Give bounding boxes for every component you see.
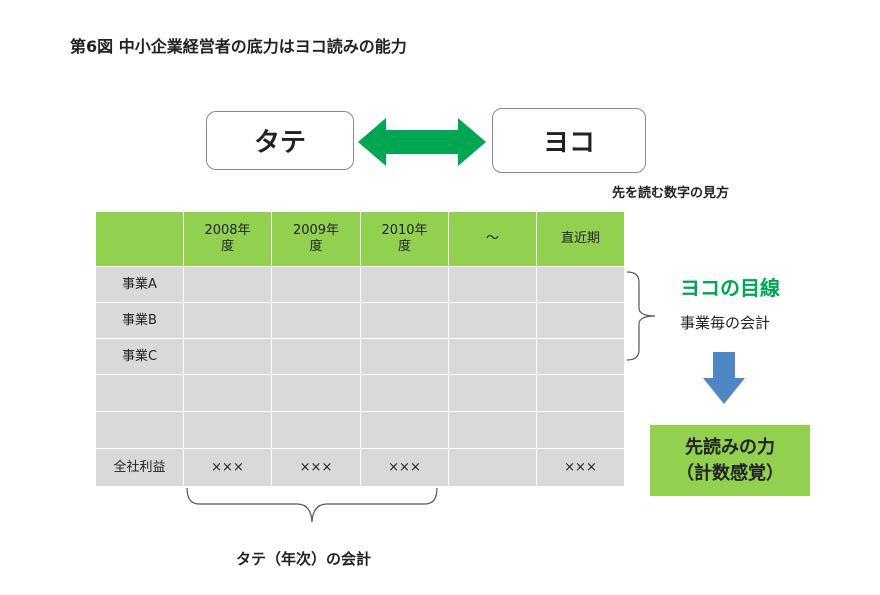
table-cell: [272, 374, 361, 411]
yoko-gaze-label: ヨコの目線: [680, 276, 780, 300]
table-cell: [361, 266, 449, 302]
bottom-brace-icon: [186, 487, 438, 523]
foresight-box: 先読みの力 （計数感覚）: [650, 425, 810, 496]
table-cell: [272, 338, 361, 374]
reading-numbers-caption: 先を読む数字の見方: [612, 186, 730, 201]
table-cell: [537, 266, 624, 302]
row-label-cell: 全社利益: [96, 448, 184, 486]
figure-title: 第6図 中小企業経営者の底力はヨコ読みの能力: [70, 37, 407, 56]
row-label-cell: 事業A: [96, 266, 184, 302]
table-cell: [272, 411, 361, 448]
table-cell: [537, 338, 624, 374]
table-header-cell: 2008年 度: [184, 212, 272, 266]
down-arrow-icon: [703, 352, 745, 404]
table-cell: [537, 302, 624, 338]
table-cell: [537, 411, 624, 448]
table-cell: [184, 374, 272, 411]
table-cell: [449, 374, 537, 411]
foresight-line-1: 先読みの力: [685, 436, 775, 458]
row-label-cell: [96, 411, 184, 448]
table-header-cell: 2010年 度: [361, 212, 449, 266]
table-cell: [449, 338, 537, 374]
table-cell: ×××: [272, 448, 361, 486]
tate-label: タテ: [253, 128, 306, 158]
table-cell: ×××: [184, 448, 272, 486]
table-cell: ×××: [361, 448, 449, 486]
table-cell: [361, 411, 449, 448]
yoko-box: ヨコ: [492, 108, 646, 173]
yoko-label: ヨコ: [542, 128, 595, 158]
tate-accounting-caption: タテ（年次）の会計: [236, 550, 372, 568]
table-cell: [449, 302, 537, 338]
table-cell: [184, 302, 272, 338]
table-cell: [449, 448, 537, 486]
foresight-line-2: （計数感覚）: [676, 462, 784, 484]
table-header-cell: 2009年 度: [272, 212, 361, 266]
table-header-cell: [96, 212, 184, 266]
table-cell: ×××: [537, 448, 624, 486]
table-cell: [537, 374, 624, 411]
double-arrow-icon: [358, 118, 486, 166]
table-header-cell: 直近期: [537, 212, 624, 266]
table-header-cell: ～: [449, 212, 537, 266]
table-cell: [361, 374, 449, 411]
row-label-cell: 事業B: [96, 302, 184, 338]
tate-box: タテ: [206, 111, 354, 170]
row-label-cell: 事業C: [96, 338, 184, 374]
table-cell: [361, 302, 449, 338]
per-business-accounting-label: 事業毎の会計: [680, 314, 771, 332]
table-cell: [184, 338, 272, 374]
table-cell: [184, 266, 272, 302]
table-cell: [361, 338, 449, 374]
table-cell: [184, 411, 272, 448]
row-label-cell: [96, 374, 184, 411]
table-cell: [449, 266, 537, 302]
table-cell: [449, 411, 537, 448]
right-brace-icon: [626, 271, 656, 361]
table-cell: [272, 266, 361, 302]
table-cell: [272, 302, 361, 338]
